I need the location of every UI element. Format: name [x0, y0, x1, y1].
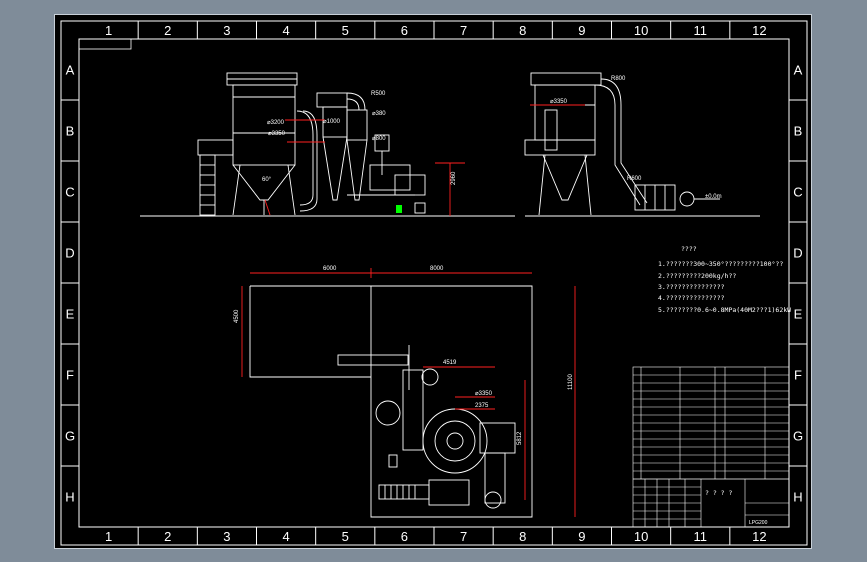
plan-furnace	[484, 452, 506, 504]
plan-conveyor	[378, 484, 430, 500]
column-label-top: 1	[105, 23, 112, 38]
dim-front-8: 60°	[262, 177, 272, 183]
dim-side-1: ⌀3350	[550, 99, 568, 105]
row-label-left: H	[65, 490, 74, 505]
dim-plan-5: 4519	[443, 360, 457, 366]
column-label-top: 5	[342, 23, 349, 38]
side-tower-body	[534, 84, 596, 141]
plan-view	[249, 285, 533, 518]
dim-plan-8: 5812	[517, 431, 523, 445]
column-label-bottom: 11	[694, 529, 708, 544]
column-label-top: 12	[752, 23, 766, 38]
dim-plan-1: 6000	[323, 266, 337, 272]
row-label-left: A	[66, 63, 75, 78]
notes-line-3: 3.???????????????	[658, 283, 725, 291]
row-label-right: E	[794, 307, 803, 322]
column-label-top: 11	[694, 23, 708, 38]
row-label-right: C	[793, 185, 802, 200]
dim-side-3: R600	[627, 176, 642, 182]
drying-tower-body	[232, 84, 296, 166]
plan-dimension-lines	[241, 268, 576, 517]
row-label-left: C	[65, 185, 74, 200]
column-label-bottom: 10	[634, 529, 648, 544]
dim-plan-7: 2375	[475, 403, 489, 409]
dim-front-4: R500	[371, 91, 386, 97]
column-label-top: 8	[519, 23, 526, 38]
fan-duct	[346, 109, 368, 141]
column-label-bottom: 8	[519, 529, 526, 544]
plan-drying-tower	[422, 408, 488, 474]
building-outline	[250, 285, 533, 518]
row-label-right: G	[793, 429, 803, 444]
column-label-bottom: 6	[401, 529, 408, 544]
title-block-title: ? ? ? ?	[705, 489, 732, 497]
pump-station	[369, 164, 411, 191]
dim-plan-3: 4500	[234, 309, 240, 323]
column-label-bottom: 2	[164, 529, 171, 544]
column-label-bottom: 12	[752, 529, 766, 544]
column-label-top: 9	[578, 23, 585, 38]
side-elevation	[524, 72, 720, 216]
row-label-left: E	[66, 307, 75, 322]
column-label-top: 10	[634, 23, 648, 38]
duct-pipe	[296, 110, 314, 206]
dim-front-3: ⌀1000	[323, 119, 341, 125]
corner-stamp-box	[78, 38, 132, 50]
side-fan-motor	[679, 191, 695, 207]
column-label-bottom: 9	[578, 529, 585, 544]
column-label-top: 2	[164, 23, 171, 38]
column-label-top: 7	[460, 23, 467, 38]
dim-front-6: ⌀800	[372, 136, 386, 142]
parts-list-table	[632, 366, 790, 528]
row-label-left: B	[66, 124, 75, 139]
row-label-right: F	[794, 368, 802, 383]
column-label-bottom: 5	[342, 529, 349, 544]
row-label-right: B	[794, 124, 803, 139]
column-label-top: 3	[223, 23, 230, 38]
dim-side-4: ±0.0m	[705, 194, 722, 200]
dim-plan-6: ⌀3350	[475, 391, 493, 397]
column-label-top: 4	[282, 23, 289, 38]
dim-front-7: 2960	[451, 171, 457, 185]
plan-duct	[337, 354, 409, 366]
technical-notes: ???? 1.???????300~350°?????????100°?? 2.…	[658, 245, 791, 314]
row-labels-left: A B C D E F G H	[61, 63, 79, 505]
column-label-bottom: 4	[282, 529, 289, 544]
notes-line-4: 4.???????????????	[658, 294, 725, 302]
row-label-left: G	[65, 429, 75, 444]
notes-line-1: 1.???????300~350°?????????100°??	[658, 260, 783, 268]
dim-front-1: ⌀3200	[267, 120, 285, 126]
row-labels-right: A B C D E F G H	[789, 63, 807, 505]
row-label-left: D	[65, 246, 74, 261]
title-block-code: LPG200	[749, 520, 768, 526]
notes-title: ????	[681, 245, 697, 253]
cyclone-inlet	[316, 92, 348, 108]
dim-plan-2: 8000	[430, 266, 444, 272]
notes-line-5: 5.????????0.6~0.8MPa(40M2???1)62kW	[658, 306, 791, 314]
valve-marker	[396, 205, 402, 213]
hot-air-furnace-top	[197, 139, 234, 156]
notes-line-2: 2.?????????200kg/h??	[658, 272, 736, 280]
plan-cyclone	[375, 400, 401, 426]
row-label-right: H	[793, 490, 802, 505]
dim-front-5: ⌀380	[372, 111, 386, 117]
dim-plan-4: 11100	[568, 374, 574, 390]
column-label-bottom: 1	[105, 529, 112, 544]
column-label-bottom: 3	[223, 529, 230, 544]
row-label-left: F	[66, 368, 74, 383]
column-label-bottom: 7	[460, 529, 467, 544]
front-elevation	[197, 72, 426, 216]
dim-front-2: ⌀3350	[268, 131, 286, 137]
column-label-top: 6	[401, 23, 408, 38]
row-label-right: A	[794, 63, 803, 78]
dim-side-2: R800	[611, 76, 626, 82]
row-label-right: D	[793, 246, 802, 261]
